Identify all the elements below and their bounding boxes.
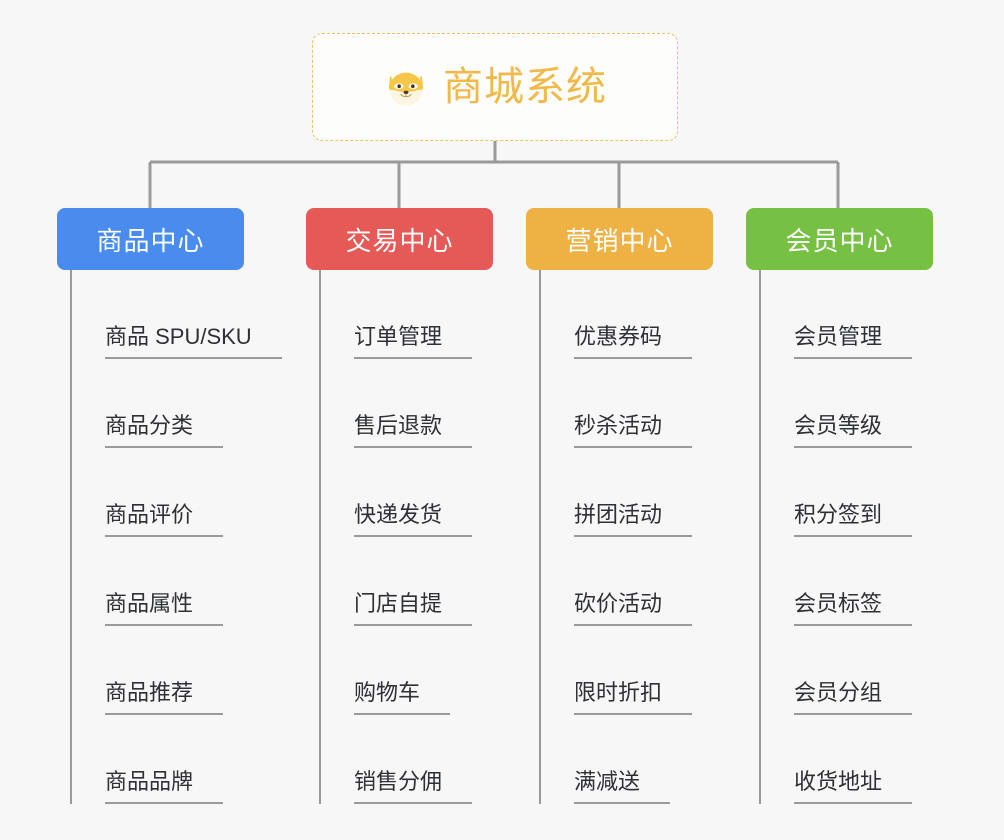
branch-商品中心: 商品中心 商品 SPU/SKU 商品分类 商品评价 商品属性 商品推荐 商品品牌 xyxy=(57,208,293,804)
root-node[interactable]: 商城系统 xyxy=(312,33,678,141)
item-label: 会员管理 xyxy=(794,326,913,359)
item-label: 商品分类 xyxy=(105,415,224,448)
item-label: 售后退款 xyxy=(354,415,473,448)
list-item[interactable]: 商品评价 xyxy=(57,448,293,537)
list-item[interactable]: 门店自提 xyxy=(306,537,542,626)
item-label: 积分签到 xyxy=(794,504,913,537)
list-item[interactable]: 购物车 xyxy=(306,626,542,715)
list-item[interactable]: 售后退款 xyxy=(306,359,542,448)
item-label: 快递发货 xyxy=(354,504,473,537)
list-item[interactable]: 满减送 xyxy=(526,715,762,804)
branch-营销中心: 营销中心 优惠券码 秒杀活动 拼团活动 砍价活动 限时折扣 满减送 xyxy=(526,208,762,804)
list-item[interactable]: 积分签到 xyxy=(746,448,982,537)
list-item[interactable]: 会员标签 xyxy=(746,537,982,626)
list-item[interactable]: 会员等级 xyxy=(746,359,982,448)
list-item[interactable]: 收货地址 xyxy=(746,715,982,804)
category-label-1: 交易中心 xyxy=(345,225,454,256)
item-label: 商品评价 xyxy=(105,504,224,537)
category-box-2[interactable]: 营销中心 xyxy=(526,208,713,270)
shiba-dog-emoji-icon xyxy=(388,72,424,106)
category-label-0: 商品中心 xyxy=(96,225,205,256)
category-box-3[interactable]: 会员中心 xyxy=(746,208,933,270)
item-list-1: 订单管理 售后退款 快递发货 门店自提 购物车 销售分佣 xyxy=(306,270,542,804)
list-item[interactable]: 商品品牌 xyxy=(57,715,293,804)
item-list-2: 优惠券码 秒杀活动 拼团活动 砍价活动 限时折扣 满减送 xyxy=(526,270,762,804)
item-label: 满减送 xyxy=(574,771,671,804)
item-label: 销售分佣 xyxy=(354,771,473,804)
category-label-3: 会员中心 xyxy=(785,225,894,256)
list-item[interactable]: 限时折扣 xyxy=(526,626,762,715)
item-label: 商品品牌 xyxy=(105,771,224,804)
list-item[interactable]: 拼团活动 xyxy=(526,448,762,537)
item-label: 拼团活动 xyxy=(574,504,693,537)
item-label: 商品推荐 xyxy=(105,682,224,715)
category-box-1[interactable]: 交易中心 xyxy=(306,208,493,270)
item-label: 会员标签 xyxy=(794,593,913,626)
list-item[interactable]: 秒杀活动 xyxy=(526,359,762,448)
list-item[interactable]: 会员管理 xyxy=(746,270,982,359)
item-label: 砍价活动 xyxy=(574,593,693,626)
list-item[interactable]: 砍价活动 xyxy=(526,537,762,626)
item-label: 商品属性 xyxy=(105,593,224,626)
branch-spine-0 xyxy=(70,270,72,804)
branch-spine-2 xyxy=(539,270,541,804)
item-label: 限时折扣 xyxy=(574,682,693,715)
list-item[interactable]: 快递发货 xyxy=(306,448,542,537)
item-label: 门店自提 xyxy=(354,593,473,626)
branch-spine-1 xyxy=(319,270,321,804)
item-label: 收货地址 xyxy=(794,771,913,804)
list-item[interactable]: 优惠券码 xyxy=(526,270,762,359)
item-label: 订单管理 xyxy=(354,326,473,359)
item-list-0: 商品 SPU/SKU 商品分类 商品评价 商品属性 商品推荐 商品品牌 xyxy=(57,270,293,804)
list-item[interactable]: 订单管理 xyxy=(306,270,542,359)
list-item[interactable]: 商品分类 xyxy=(57,359,293,448)
item-label: 优惠券码 xyxy=(574,326,693,359)
item-label: 购物车 xyxy=(354,682,451,715)
branch-交易中心: 交易中心 订单管理 售后退款 快递发货 门店自提 购物车 销售分佣 xyxy=(306,208,542,804)
category-box-0[interactable]: 商品中心 xyxy=(57,208,244,270)
item-label: 秒杀活动 xyxy=(574,415,693,448)
branch-spine-3 xyxy=(759,270,761,804)
branch-会员中心: 会员中心 会员管理 会员等级 积分签到 会员标签 会员分组 收货地址 xyxy=(746,208,982,804)
item-list-3: 会员管理 会员等级 积分签到 会员标签 会员分组 收货地址 xyxy=(746,270,982,804)
item-label: 会员分组 xyxy=(794,682,913,715)
list-item[interactable]: 商品 SPU/SKU xyxy=(57,270,293,359)
list-item[interactable]: 销售分佣 xyxy=(306,715,542,804)
category-label-2: 营销中心 xyxy=(565,225,674,256)
item-label: 商品 SPU/SKU xyxy=(105,326,282,359)
list-item[interactable]: 商品属性 xyxy=(57,537,293,626)
item-label: 会员等级 xyxy=(794,415,913,448)
list-item[interactable]: 商品推荐 xyxy=(57,626,293,715)
list-item[interactable]: 会员分组 xyxy=(746,626,982,715)
root-title: 商城系统 xyxy=(443,65,607,109)
